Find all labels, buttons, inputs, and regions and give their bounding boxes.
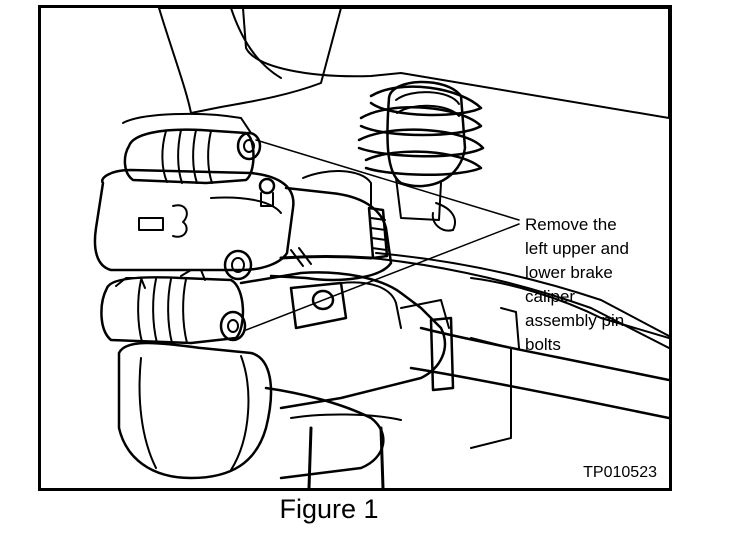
callout-line: assembly pin (525, 311, 625, 330)
figure-code: TP010523 (583, 464, 657, 481)
callout-line: left upper and (525, 239, 629, 258)
upper-pin-bolt (236, 131, 262, 161)
right-panel-lower (470, 277, 669, 339)
upper-pin-housing (123, 128, 255, 185)
upper-body-panel (158, 8, 342, 114)
figure-caption: Figure 1 (279, 494, 379, 524)
leader-line-lower (245, 223, 520, 331)
hose-fitting (367, 206, 389, 260)
strut-top-ring (395, 91, 460, 105)
brake-rotor (117, 341, 273, 480)
lower-pin-bolt (219, 310, 247, 342)
control-arm-bracket (429, 316, 455, 392)
callout-line: caliper (525, 287, 576, 306)
knuckle-tab (289, 281, 348, 330)
fender-line (230, 8, 282, 79)
callout-line: lower brake (525, 263, 613, 282)
illustration-frame: Remove the left upper and lower brake ca… (38, 5, 672, 491)
strut-body (386, 80, 467, 188)
caliper-bracket (269, 186, 393, 282)
brake-caliper-illustration (93, 8, 669, 488)
tie-rod-leg (307, 426, 385, 488)
callout-line: bolts (525, 335, 561, 354)
coil-spring (357, 85, 485, 177)
knuckle-bolt (311, 289, 335, 311)
brake-hose (279, 255, 373, 260)
strut-lower (395, 177, 442, 221)
hub (264, 386, 385, 480)
callout-line: Remove the (525, 215, 617, 234)
guide-bolt (223, 249, 253, 281)
brake-line (370, 257, 669, 349)
bleeder-screw (258, 177, 276, 195)
leader-line-upper (255, 139, 520, 221)
caliper-body (93, 168, 295, 272)
right-body-panel (242, 8, 669, 119)
instruction-callout: Remove the left upper and lower brake ca… (525, 213, 665, 357)
